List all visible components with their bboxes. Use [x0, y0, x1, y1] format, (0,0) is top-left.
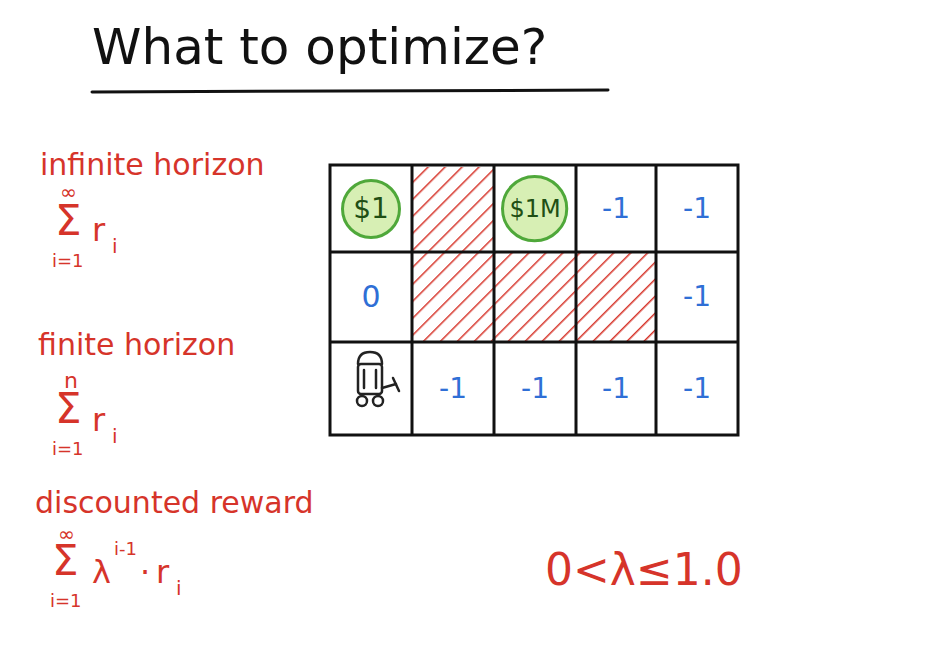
robot-body: [358, 364, 382, 394]
formula-symbol: ·: [140, 556, 150, 588]
robot-arm: [393, 378, 399, 391]
reward-circle: $1M: [500, 174, 569, 243]
formula-index: i: [112, 236, 118, 256]
cell-value: -1: [602, 195, 630, 223]
formula-symbol: ∞: [60, 182, 77, 202]
circle-shape: [343, 180, 400, 237]
circle-shape: [503, 176, 567, 240]
robot-detail: [363, 370, 366, 388]
robot-detail: [375, 370, 378, 388]
blocked-cell: [412, 252, 494, 342]
robot-wheel: [373, 396, 383, 406]
grid-border: [330, 165, 738, 435]
title-underline: [92, 90, 608, 92]
cell-value: -1: [683, 283, 711, 311]
blocked-cell: [412, 167, 494, 252]
slide-title: What to optimize?: [92, 22, 547, 72]
grid-cell: -1: [416, 346, 490, 431]
grid-line: [655, 165, 658, 435]
formula-index: i=1: [50, 592, 82, 610]
robot-figure: [357, 352, 399, 406]
robot-wheel: [357, 396, 367, 406]
robot-arm: [382, 384, 396, 388]
blocked-cell: [494, 252, 576, 342]
grid-line: [411, 165, 414, 435]
grid-cell: -1: [580, 346, 652, 431]
formula-index: i=1: [52, 440, 84, 458]
cell-value: -1: [521, 375, 549, 403]
grid-line: [330, 251, 738, 254]
formula-symbol: Σ: [55, 388, 82, 430]
formula-symbol: Σ: [52, 540, 79, 582]
grid-cell: 0: [334, 256, 408, 338]
cell-value: -1: [439, 375, 467, 403]
section-heading: finite horizon: [38, 330, 235, 360]
formula-symbol: r: [92, 404, 105, 436]
section-heading: infinite horizon: [40, 150, 265, 180]
formula-symbol: Σ: [55, 200, 82, 242]
grid-line: [330, 341, 738, 344]
formula-symbol: r: [156, 556, 169, 588]
section-heading: discounted reward: [35, 488, 314, 518]
formula-index: i: [112, 426, 118, 446]
blocked-cell: [576, 252, 656, 342]
cell-value: -1: [683, 375, 711, 403]
cell-value: $1M: [509, 197, 560, 221]
cell-value: -1: [683, 195, 711, 223]
cell-value: 0: [361, 282, 380, 312]
formula-index: i: [176, 578, 182, 598]
constraint-note: 0<λ≤1.0: [545, 548, 743, 592]
grid-cell: -1: [660, 169, 734, 248]
grid-cell: -1: [580, 169, 652, 248]
reward-circle: $1: [340, 178, 402, 240]
robot-head: [358, 352, 382, 364]
grid-line: [493, 165, 496, 435]
formula-symbol: r: [92, 214, 105, 246]
formula-index: i=1: [52, 252, 84, 270]
formula-symbol: λ: [92, 556, 111, 588]
cell-value: -1: [602, 375, 630, 403]
grid-line: [575, 165, 578, 435]
grid-cell: -1: [660, 256, 734, 338]
grid-cell: -1: [660, 346, 734, 431]
cell-value: $1: [353, 195, 389, 223]
grid-cell: -1: [498, 346, 572, 431]
formula-index: i-1: [114, 540, 137, 558]
